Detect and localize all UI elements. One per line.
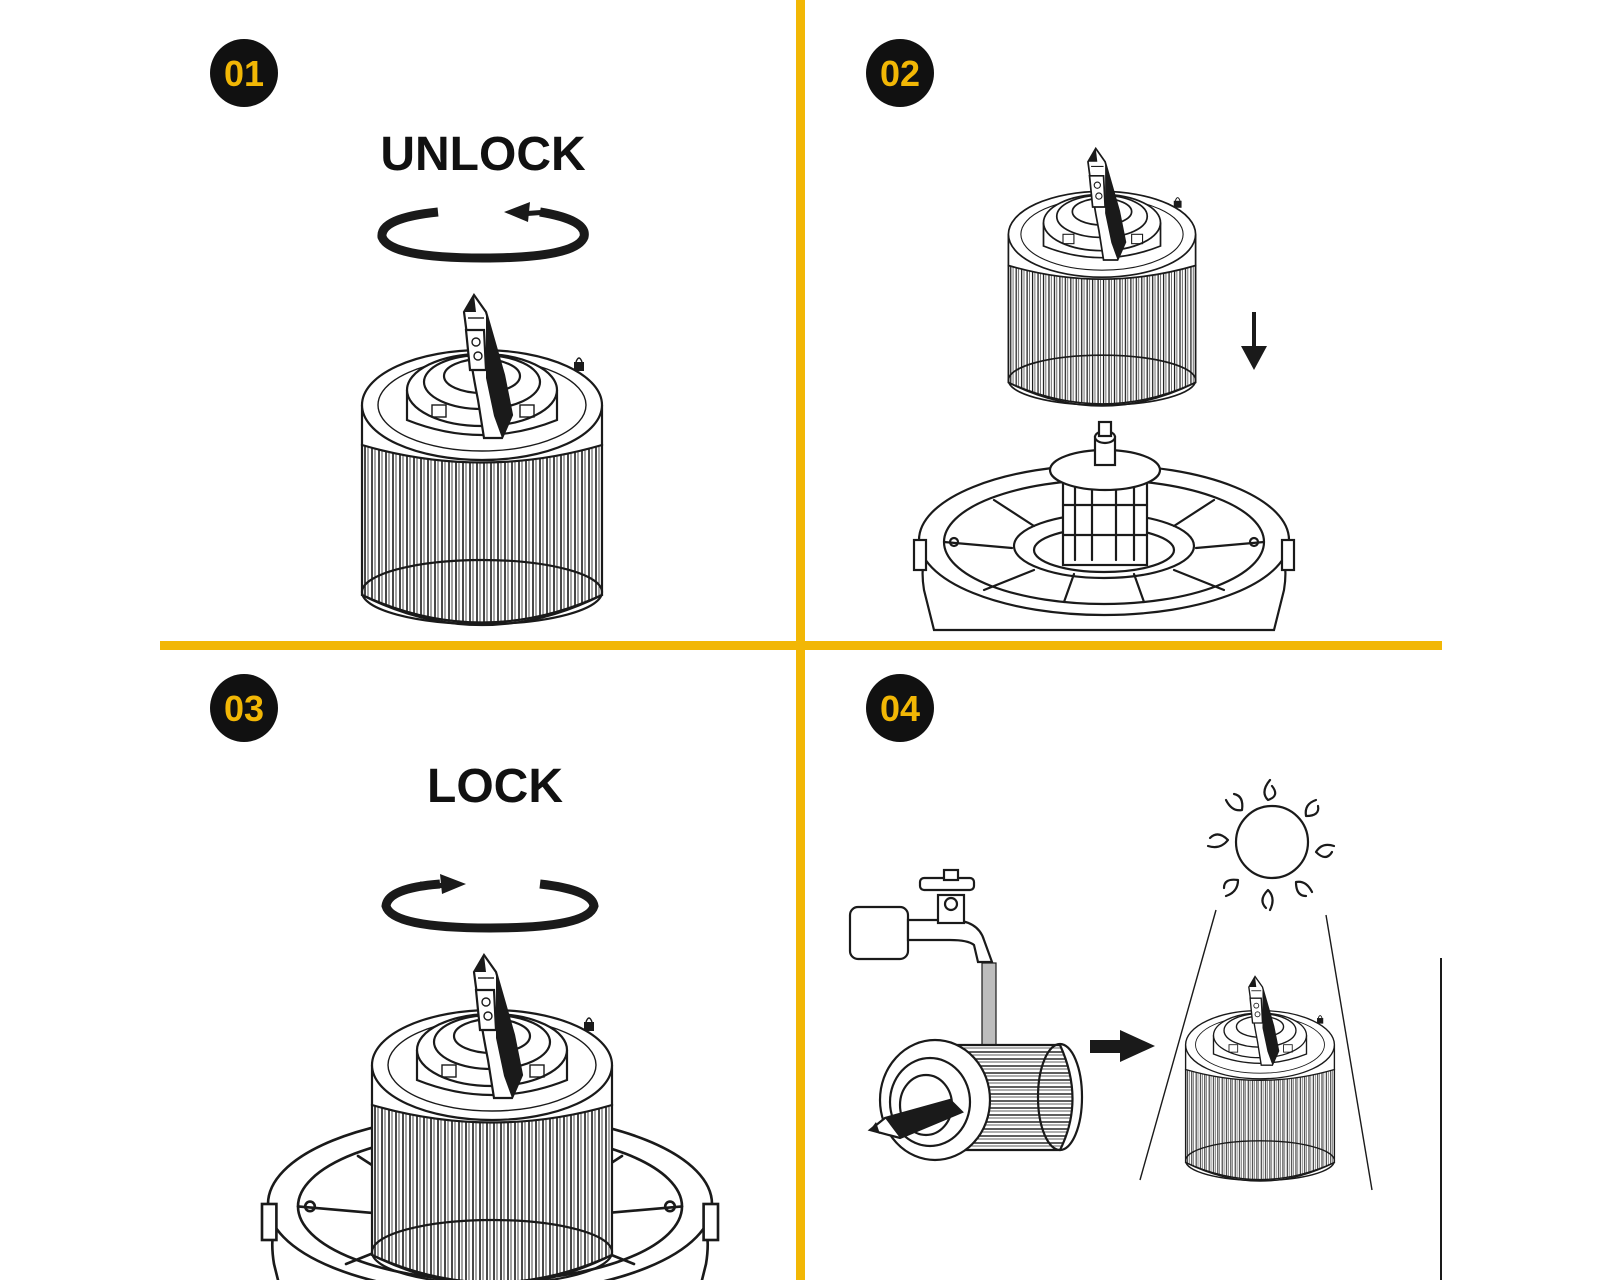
filter-cartridge (1007, 147, 1197, 407)
panel-dividers (160, 0, 1442, 1280)
panel-step-02: 02 (866, 39, 1296, 632)
step-number: 01 (224, 53, 264, 94)
filter-cartridge-washing (867, 1038, 1084, 1162)
filter-cartridge-drying (1184, 975, 1336, 1182)
step-number: 03 (224, 688, 264, 729)
horizontal-divider (160, 641, 1442, 650)
step-badge-04: 04 (866, 674, 934, 742)
sun-ray-right (1325, 914, 1373, 1191)
unlock-label: UNLOCK (380, 128, 586, 181)
sun-icon (1206, 778, 1336, 912)
panel-step-03: 03 LOCK (210, 674, 720, 1280)
rotate-unlock-icon (377, 202, 589, 263)
filter-cartridge (370, 953, 614, 1280)
rotate-lock-icon (381, 874, 599, 933)
step-number: 02 (880, 53, 920, 94)
step-number: 04 (880, 688, 920, 729)
panel-step-01: 01 UNLOCK (210, 39, 604, 627)
water-faucet-icon (848, 868, 997, 1056)
sun-ray-left (1139, 909, 1217, 1181)
step-badge-03: 03 (210, 674, 278, 742)
lock-label: LOCK (427, 760, 563, 813)
filter-cartridge (360, 293, 604, 627)
vertical-divider (796, 0, 805, 1280)
right-arrow-icon (1090, 1030, 1155, 1062)
vacuum-base (912, 420, 1296, 632)
down-arrow-icon (1241, 312, 1267, 370)
step-badge-01: 01 (210, 39, 278, 107)
panel-step-04: 04 (848, 674, 1373, 1191)
step-badge-02: 02 (866, 39, 934, 107)
